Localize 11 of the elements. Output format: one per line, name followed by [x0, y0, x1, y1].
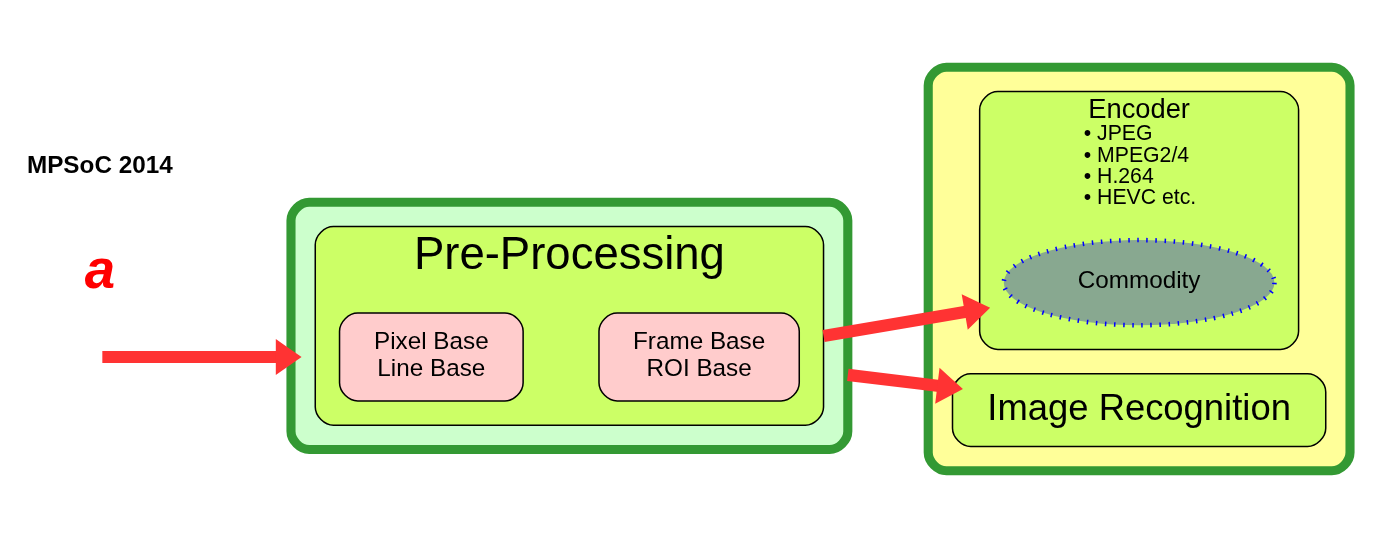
node-box: Pixel Base Line Base [338, 312, 524, 402]
node-box: Frame Base ROI Base [598, 312, 800, 402]
label: MPSoC 2014 [26, 151, 173, 179]
arrow [822, 294, 991, 343]
cluster [923, 62, 1355, 476]
node-ellipse: Commodity [1001, 237, 1277, 328]
arrow [847, 367, 963, 404]
cluster [286, 197, 853, 455]
label: a [84, 239, 116, 301]
arrow [102, 338, 302, 376]
node-box: Image Recognition [951, 372, 1327, 448]
